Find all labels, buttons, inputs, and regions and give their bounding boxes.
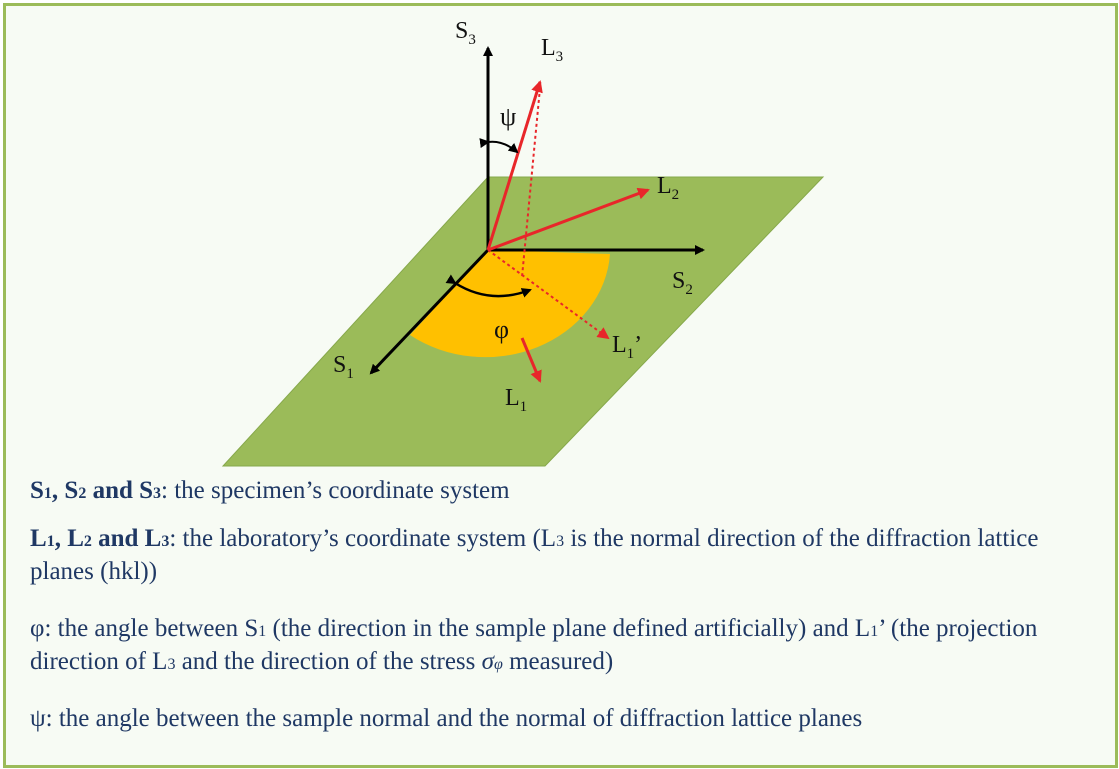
l1-prime-axis	[487, 249, 610, 340]
l1-label: L1	[505, 385, 527, 415]
phi-label: φ	[494, 315, 509, 344]
l1-prime-label: L1’	[612, 332, 642, 362]
legend-laboratory-system: L1, L2 and L3: the laboratory’s coordina…	[30, 525, 1039, 585]
coordinate-diagram: S3 L3 ψ L2 S2 φ L1’ S1 L1	[221, 18, 825, 467]
legend-psi-definition: ψ: the angle between the sample normal a…	[30, 705, 863, 732]
l2-label: L2	[657, 173, 679, 203]
l1-axis	[520, 337, 542, 383]
s2-label: S2	[672, 268, 693, 298]
l3-projection-line	[521, 87, 541, 278]
s1-axis	[369, 248, 490, 375]
psi-arc	[479, 138, 519, 154]
s3-label: S3	[455, 18, 476, 48]
l3-label: L3	[541, 35, 563, 65]
phi-sector	[410, 250, 610, 358]
legend-phi-definition: φ: the angle between S1 (the direction i…	[30, 615, 1038, 675]
s1-label: S1	[333, 352, 354, 382]
l3-axis	[486, 80, 543, 251]
l2-axis	[487, 187, 650, 252]
psi-label: ψ	[500, 102, 516, 131]
sigma-symbol: σφ	[481, 648, 503, 675]
phi-arc	[445, 274, 532, 298]
legend-specimen-system: S1, S2 and S3: the specimen’s coordinate…	[30, 477, 510, 504]
